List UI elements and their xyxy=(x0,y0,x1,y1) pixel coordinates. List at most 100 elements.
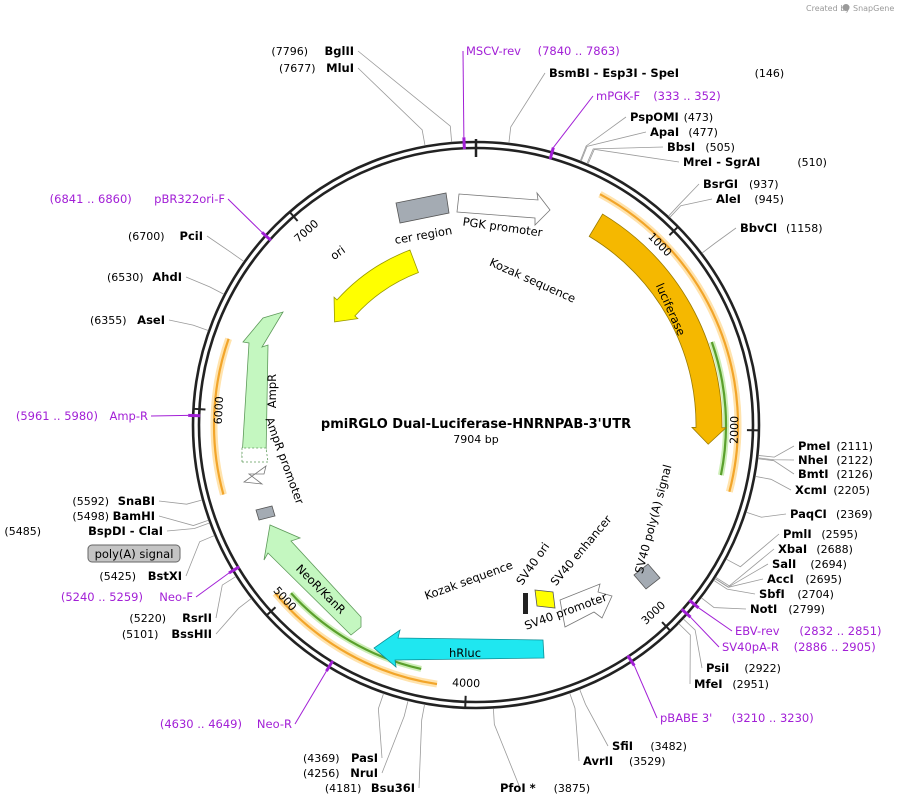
site-leader xyxy=(587,148,680,165)
restriction-site[interactable]: BglII (7796) xyxy=(271,44,354,58)
site-name: PspOMI xyxy=(630,110,679,124)
site-position: (5220) xyxy=(129,612,166,625)
site-name: AleI xyxy=(716,192,741,206)
primer[interactable]: pBABE 3'(3210 .. 3230) xyxy=(660,711,814,725)
restriction-site[interactable]: AccI(2695) xyxy=(767,572,842,586)
restriction-site[interactable]: BsrGI(937) xyxy=(703,177,779,191)
primer-leader xyxy=(294,670,327,725)
site-position: (2595) xyxy=(821,528,858,541)
primer[interactable]: pBR322ori-F(6841 .. 6860) xyxy=(50,192,225,206)
restriction-site[interactable]: BamHI(5498) xyxy=(72,509,155,523)
site-position: (2694) xyxy=(810,558,847,571)
site-leader xyxy=(357,50,453,143)
site-position: (146) xyxy=(755,67,785,80)
feature-label: SV40 ori xyxy=(513,540,552,588)
site-position: (3529) xyxy=(629,755,666,768)
restriction-site[interactable]: MfeI(2951) xyxy=(694,677,769,691)
tick-mark xyxy=(661,621,672,632)
restriction-site[interactable]: Bsu36I(4181) xyxy=(325,781,415,795)
feature-hrluc xyxy=(373,629,545,669)
primer-mark xyxy=(548,147,555,160)
feature-label: NeoR/KanR xyxy=(293,562,348,617)
feature-label: SV40 poly(A) signal xyxy=(632,463,675,575)
site-leader xyxy=(757,458,795,475)
site-leader xyxy=(714,578,764,588)
tick-label: 2000 xyxy=(728,416,742,444)
primer-leader xyxy=(698,607,733,632)
primer[interactable]: MSCV-rev(7840 .. 7863) xyxy=(466,44,620,58)
restriction-site[interactable]: BbsI(505) xyxy=(667,140,735,154)
feature-label: Kozak sequence xyxy=(423,558,515,603)
site-name: NruI xyxy=(350,766,378,780)
restriction-site[interactable]: XcmI(2205) xyxy=(795,483,870,497)
restriction-site[interactable]: AleI(945) xyxy=(716,192,784,206)
restriction-site[interactable]: NruI(4256) xyxy=(303,766,378,780)
primer-name: EBV-rev xyxy=(735,624,780,638)
restriction-site[interactable]: BsmBI - Esp3I - SpeI(146) xyxy=(549,66,784,80)
restriction-site[interactable]: SbfI(2704) xyxy=(759,587,834,601)
leader-layer xyxy=(150,50,795,789)
primer-range: (6841 .. 6860) xyxy=(50,192,132,206)
restriction-site[interactable]: BstXI(5425) xyxy=(99,569,182,583)
primer-mark xyxy=(626,654,636,667)
restriction-site[interactable]: BbvCI(1158) xyxy=(740,221,823,235)
primer[interactable]: Neo-R(4630 .. 4649) xyxy=(160,717,292,731)
restriction-site[interactable]: BspDI - ClaI(5485) xyxy=(4,524,163,538)
primer-leader xyxy=(462,50,465,138)
site-name: BspDI - ClaI xyxy=(88,524,163,538)
restriction-site[interactable]: AseI(6355) xyxy=(90,313,165,327)
restriction-site[interactable]: PmeI(2111) xyxy=(798,439,873,453)
primer-mark xyxy=(688,599,700,609)
restriction-site[interactable]: PmlI (2595) xyxy=(783,527,858,541)
feature-label: ori xyxy=(327,243,347,263)
restriction-site[interactable]: BmtI(2126) xyxy=(798,467,873,481)
restriction-site[interactable]: MluI(7677) xyxy=(279,61,354,75)
site-leader xyxy=(377,693,384,759)
site-position: (7796) xyxy=(271,45,308,58)
restriction-site[interactable]: NheI(2122) xyxy=(798,453,873,467)
site-name: Bsu36I xyxy=(371,781,415,795)
feature-sv40-ori xyxy=(534,589,556,609)
primer-name: Neo-F xyxy=(159,590,193,604)
site-position: (2688) xyxy=(816,543,853,556)
restriction-site[interactable]: PsiI(2922) xyxy=(706,661,781,675)
primer-leader xyxy=(552,95,594,148)
site-name: PsiI xyxy=(706,661,729,675)
site-leader xyxy=(579,689,609,747)
restriction-site[interactable]: AhdI(6530) xyxy=(107,270,182,284)
primer-name: MSCV-rev xyxy=(466,44,521,58)
restriction-site[interactable]: SnaBI(5592) xyxy=(72,494,155,508)
primer[interactable]: EBV-rev(2832 .. 2851) xyxy=(735,624,882,638)
site-leader xyxy=(701,227,737,254)
restriction-site[interactable]: SfiI (3482) xyxy=(612,739,687,753)
primer-leader xyxy=(690,616,720,648)
feature-luciferase xyxy=(588,213,727,445)
restriction-site[interactable]: PciI(6700) xyxy=(128,229,203,243)
feature-label: SV40 enhancer xyxy=(547,512,614,588)
restriction-site[interactable]: PaqCI(2369) xyxy=(790,507,873,521)
site-name: PmlI xyxy=(783,527,812,541)
primer-range: (333 .. 352) xyxy=(653,89,721,103)
primer[interactable]: Amp-R(5961 .. 5980) xyxy=(16,409,148,423)
primer[interactable]: Neo-F(5240 .. 5259) xyxy=(61,590,193,604)
site-name: BglII xyxy=(325,44,355,58)
restriction-site[interactable]: BssHII(5101) xyxy=(122,627,212,641)
restriction-site[interactable]: PfoI *(3875) xyxy=(500,781,590,795)
site-position: (3482) xyxy=(650,740,687,753)
restriction-site[interactable]: PasI(4369) xyxy=(303,751,378,765)
restriction-site[interactable]: MreI - SgrAI(510) xyxy=(683,155,827,169)
restriction-site[interactable]: ApaI(477) xyxy=(650,125,718,139)
restriction-site[interactable]: XbaI(2688) xyxy=(778,542,853,556)
restriction-site[interactable]: RsrII(5220) xyxy=(129,611,212,625)
primer-range: (5961 .. 5980) xyxy=(16,409,98,423)
restriction-site[interactable]: SalI(2694) xyxy=(772,557,847,571)
restriction-site[interactable]: AvrII(3529) xyxy=(583,754,666,768)
restriction-site[interactable]: PspOMI (473) xyxy=(630,110,713,124)
site-position: (473) xyxy=(684,111,714,124)
primer[interactable]: SV40pA-R(2886 .. 2905) xyxy=(722,640,876,654)
primer[interactable]: mPGK-F(333 .. 352) xyxy=(596,89,721,103)
site-name: SfiI xyxy=(612,739,633,753)
orf-arc xyxy=(274,592,438,686)
site-name: BamHI xyxy=(113,509,155,523)
restriction-site[interactable]: NotI(2799) xyxy=(750,602,825,616)
